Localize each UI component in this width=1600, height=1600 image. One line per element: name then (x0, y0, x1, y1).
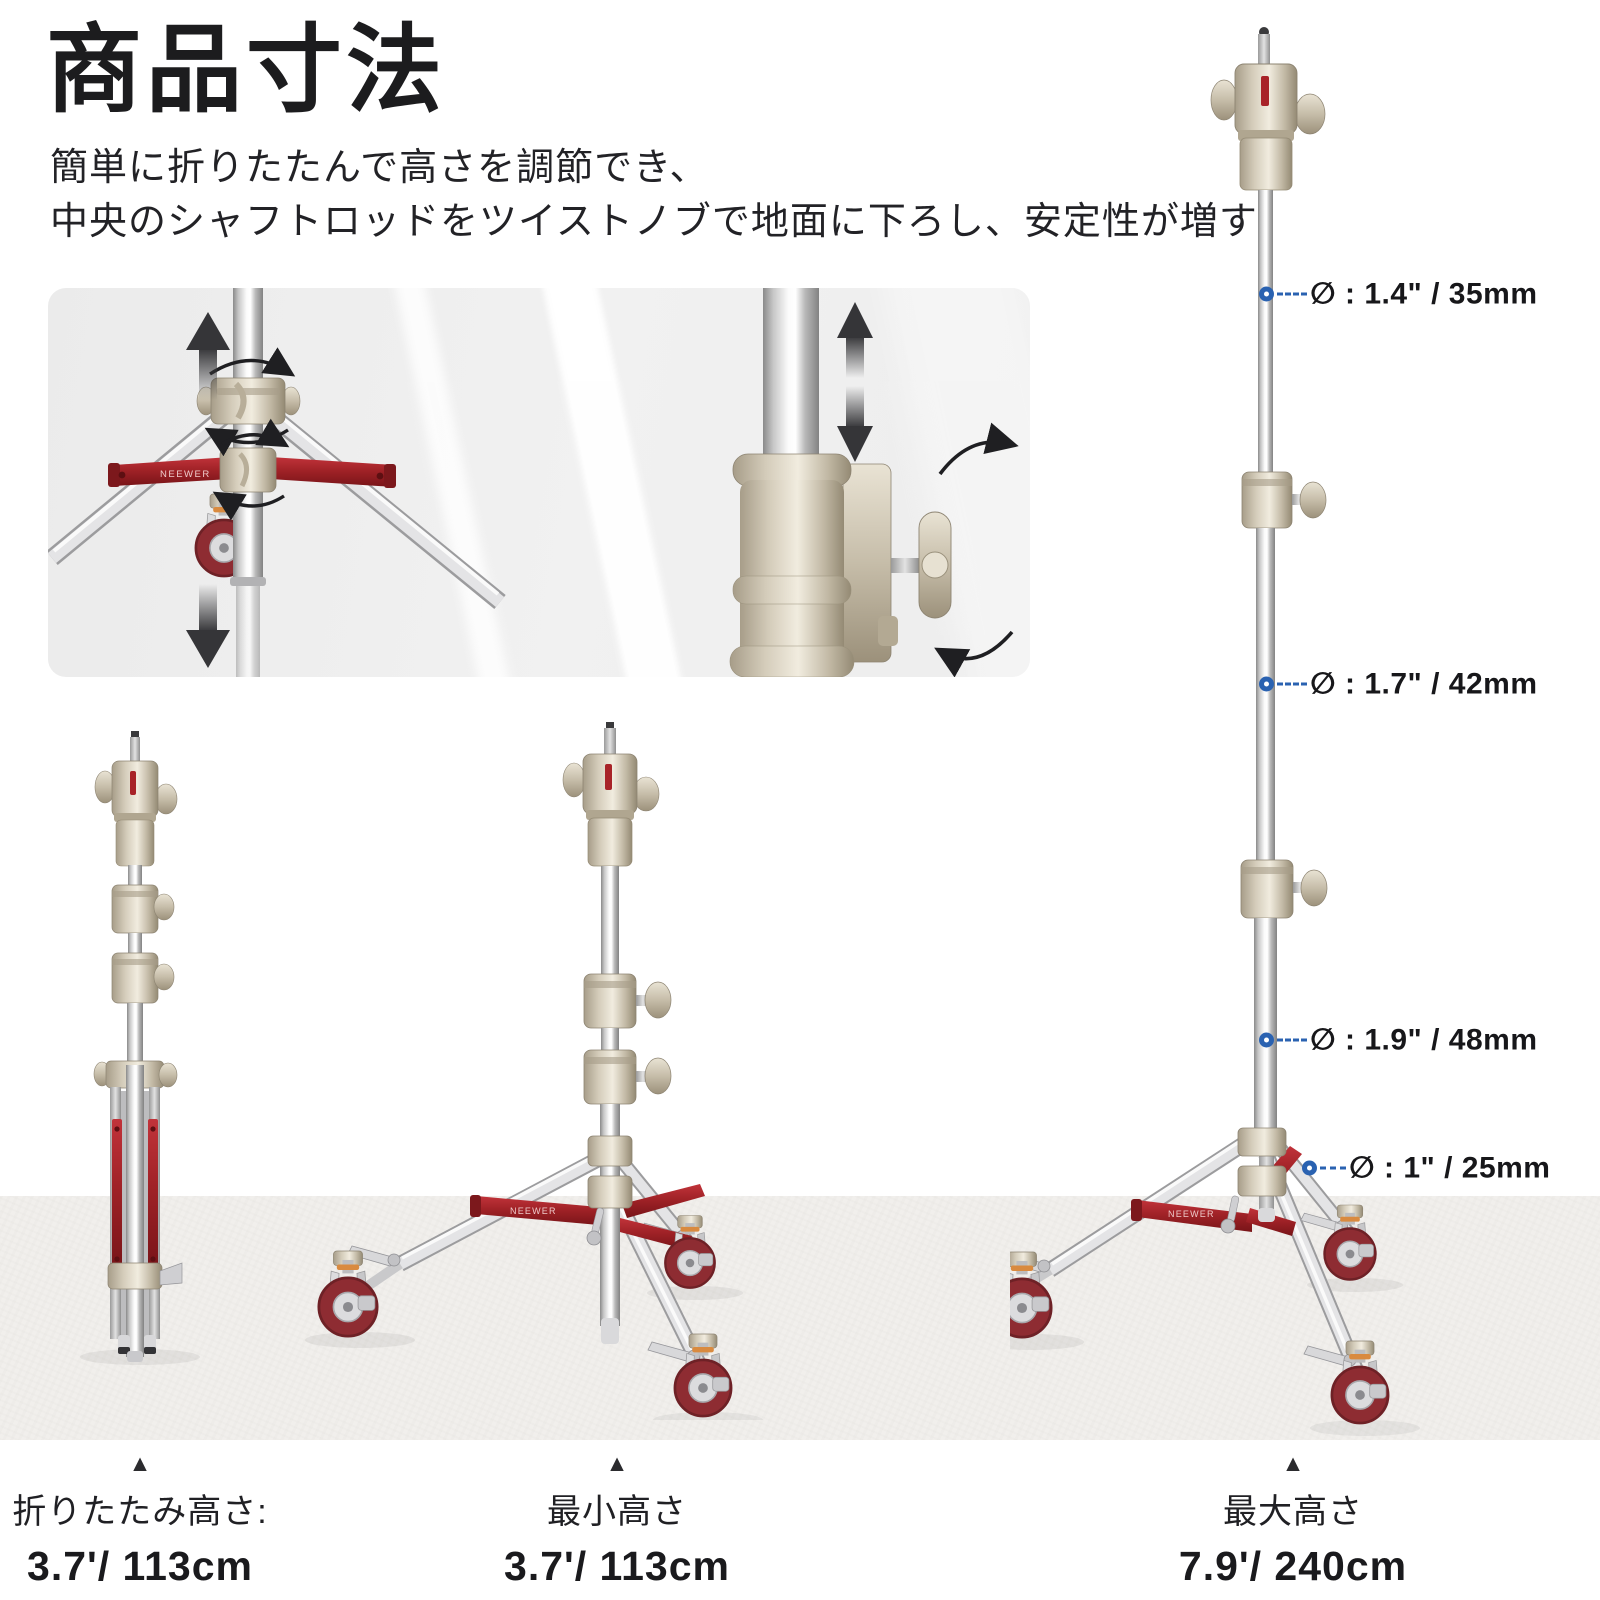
rotate-arrow-icons (204, 347, 296, 521)
pole-segment (128, 865, 142, 887)
tripod-legs (347, 1146, 708, 1370)
page-title: 商品寸法 (46, 17, 446, 124)
measure-point-icon (1259, 676, 1274, 692)
riser-clamp (583, 1049, 672, 1105)
stand-minimum-height-view: NEEWER (305, 722, 763, 1420)
brand-mark: NEEWER (160, 469, 211, 480)
stand-head (94, 731, 178, 867)
red-brace-bar: NEEWER (108, 457, 396, 488)
riser-clamp (111, 952, 175, 1004)
measurement-label: 最小高さ (547, 1493, 687, 1531)
subtitle-line-2: 中央のシャフトロッドをツイストノブで地面に下ろし、安定性が増す (50, 201, 1258, 243)
riser-clamp (111, 884, 175, 934)
riser-clamp (1241, 471, 1327, 529)
dashed-leader-line (1277, 1038, 1307, 1042)
measure-point-icon (1259, 286, 1274, 302)
measurement-value: 3.7'/ 113cm (27, 1543, 253, 1589)
measurement-value: 7.9'/ 240cm (1178, 1543, 1408, 1589)
hub-clamps (586, 1135, 633, 1246)
callout-diameter-42mm: ∅ : 1.7" / 42mm (1259, 667, 1538, 702)
rotate-arrow-icons (934, 422, 1019, 677)
pointer-triangle-icon: ▲ (605, 1450, 629, 1476)
measurement-label: 折りたたみ高さ: (12, 1493, 268, 1531)
leg-clamp-lower (219, 447, 277, 493)
pole-segment (127, 1003, 143, 1063)
dashed-leader-line (1277, 682, 1307, 686)
hub-clamps (1220, 1127, 1287, 1234)
measurement-folded-height: ▲ 折りたたみ高さ: 3.7'/ 113cm (0, 1452, 305, 1590)
folded-leg-bundle (107, 1065, 183, 1362)
column-pole (763, 288, 819, 464)
measurement-maximum-height: ▲ 最大高さ 7.9'/ 240cm (1128, 1452, 1458, 1590)
measure-point-icon (1302, 1160, 1317, 1176)
subtitle-line-1: 簡単に折りたたんで高さを調節でき、 (50, 147, 709, 189)
stand-folded-view (80, 731, 200, 1365)
riser-clamp (1240, 859, 1328, 919)
pointer-triangle-icon: ▲ (128, 1450, 152, 1476)
detail-inset-panel: NEEWER (48, 288, 1030, 677)
measure-point-icon (1259, 1032, 1274, 1048)
stand-head (1210, 27, 1326, 191)
column-sleeve (729, 453, 898, 677)
callout-label: ∅ : 1.9" / 48mm (1310, 1023, 1538, 1057)
caster-wheel (317, 1249, 379, 1338)
caster-wheel (1330, 1339, 1390, 1425)
measurement-label: 最大高さ (1223, 1493, 1363, 1531)
pole-segment (601, 866, 619, 976)
riser-clamp (583, 973, 672, 1029)
callout-label: ∅ : 1" / 25mm (1349, 1151, 1551, 1185)
callout-diameter-48mm: ∅ : 1.9" / 48mm (1259, 1023, 1538, 1058)
stand-maximum-height-view: NEEWER (1010, 27, 1420, 1436)
measurement-value: 3.7'/ 113cm (504, 1543, 730, 1589)
twist-knob (891, 511, 952, 619)
red-brace-bars: NEEWER (470, 1184, 705, 1250)
down-arrow-icon (186, 584, 230, 668)
measurement-minimum-height: ▲ 最小高さ 3.7'/ 113cm (452, 1452, 782, 1590)
brand-mark: NEEWER (510, 1206, 557, 1216)
up-arrow-icon (186, 312, 230, 400)
pole-section-35mm (1258, 190, 1273, 478)
stand-head (562, 722, 660, 867)
callout-label: ∅ : 1.7" / 42mm (1310, 667, 1538, 701)
dashed-leader-line (1320, 1166, 1346, 1170)
callout-diameter-35mm: ∅ : 1.4" / 35mm (1259, 277, 1538, 312)
pole-foot (601, 1318, 619, 1344)
pole-segment (128, 933, 142, 953)
brand-mark: NEEWER (1168, 1209, 1215, 1219)
center-rod-cap (1258, 1208, 1275, 1222)
dashed-leader-line (1277, 292, 1307, 296)
pole-segment (601, 1028, 619, 1050)
callout-label: ∅ : 1.4" / 35mm (1310, 277, 1538, 311)
pole-section-48mm (1254, 918, 1277, 1142)
pole-section-42mm (1256, 528, 1275, 860)
inset-photo-base-mechanism: NEEWER (48, 288, 506, 677)
up-down-arrow-icon (837, 302, 873, 462)
pointer-triangle-icon: ▲ (1281, 1450, 1305, 1476)
inset-photo-twist-knob (729, 288, 1019, 677)
callout-diameter-25mm: ∅ : 1" / 25mm (1302, 1151, 1551, 1186)
